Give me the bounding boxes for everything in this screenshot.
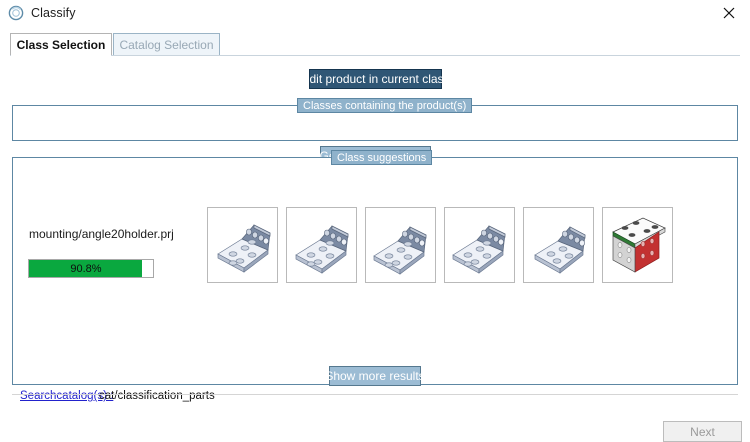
angle-bracket-thumbnail-3[interactable] bbox=[365, 207, 436, 283]
tab-strip: Class Selection Catalog Selection bbox=[10, 33, 740, 56]
tab-catalog-selection-label: Catalog Selection bbox=[119, 37, 214, 52]
angle-bracket-thumbnail-5[interactable] bbox=[523, 207, 594, 283]
class-suggestions-legend: Class suggestions bbox=[331, 150, 433, 165]
angle-bracket-thumbnail-1[interactable] bbox=[207, 207, 278, 283]
class-suggestions-legend-label: Class suggestions bbox=[337, 151, 427, 164]
tab-class-selection-label: Class Selection bbox=[16, 37, 106, 52]
close-icon[interactable] bbox=[708, 0, 750, 25]
show-more-results-button[interactable]: Show more results bbox=[325, 366, 425, 386]
edit-product-in-current-class-button[interactable]: Edit product in current class bbox=[301, 69, 450, 89]
dialog-body: Class Selection Catalog Selection Edit p… bbox=[0, 25, 750, 442]
tab-class-selection[interactable]: Class Selection bbox=[10, 33, 112, 55]
match-confidence-progressbar: 90.8% bbox=[28, 259, 154, 278]
catalog-path-value: cat/classification_parts bbox=[99, 390, 215, 402]
classes-containing-product-legend: Classes containing the product(s) bbox=[297, 98, 473, 113]
product-file-name: mounting/angle20holder.prj bbox=[29, 227, 174, 241]
classify-circle-icon bbox=[8, 5, 24, 21]
window-title: Classify bbox=[31, 5, 76, 20]
angle-bracket-thumbnail-2[interactable] bbox=[286, 207, 357, 283]
footer-separator bbox=[12, 394, 738, 395]
match-confidence-fill bbox=[29, 260, 142, 277]
tab-active-underline-mask bbox=[11, 55, 111, 56]
search-catalogs-link[interactable]: Searchcatalog(s) : bbox=[20, 390, 114, 402]
angle-bracket-thumbnail-6[interactable] bbox=[602, 207, 673, 283]
tab-catalog-selection[interactable]: Catalog Selection bbox=[113, 33, 220, 55]
angle-bracket-thumbnail-4[interactable] bbox=[444, 207, 515, 283]
tab-strip-underline bbox=[10, 55, 740, 56]
title-bar: Classify bbox=[0, 0, 750, 25]
show-more-results-label: Show more results bbox=[325, 369, 425, 383]
classes-legend-label: Classes containing the product(s) bbox=[303, 99, 467, 112]
match-confidence-label: 90.8% bbox=[70, 262, 102, 275]
next-button[interactable]: Next bbox=[663, 421, 742, 442]
next-button-label: Next bbox=[690, 424, 715, 439]
edit-product-button-label: Edit product in current class bbox=[301, 72, 450, 86]
